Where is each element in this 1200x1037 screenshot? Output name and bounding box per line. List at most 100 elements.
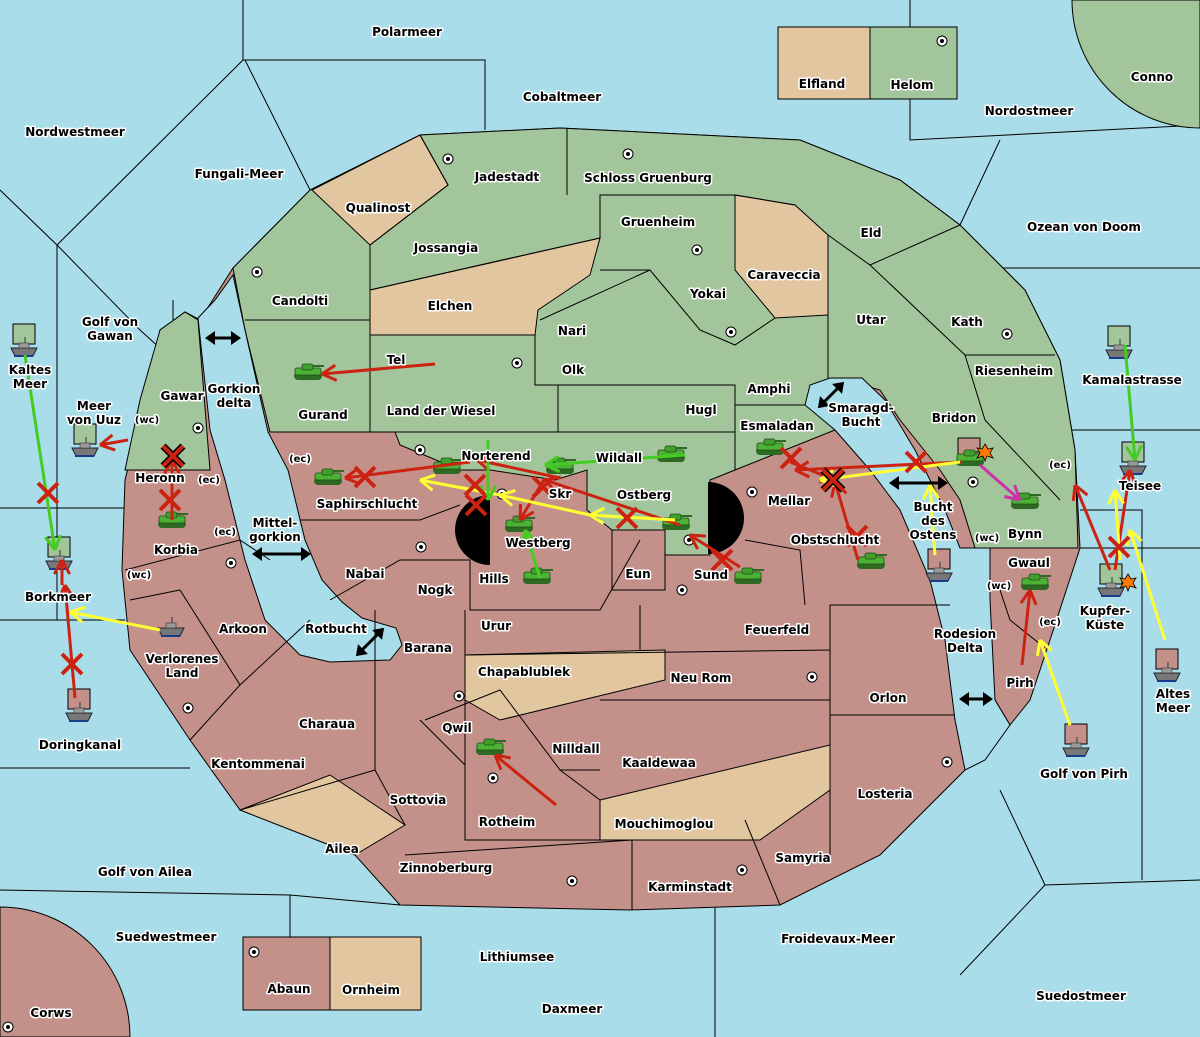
- battleship-icon: [65, 688, 93, 722]
- territory-label: Ornheim: [342, 983, 400, 997]
- territory-border-line: [999, 589, 1046, 649]
- label-line: Bucht: [841, 415, 880, 429]
- label-line: Westberg: [505, 536, 570, 550]
- label-line: Gruenheim: [621, 215, 695, 229]
- sea-border-line: [959, 139, 1001, 226]
- territory-corws: [0, 906, 131, 1037]
- label-line: Abaun: [267, 982, 310, 996]
- x-mark-icon: [710, 548, 734, 572]
- black-half-circle: [708, 482, 744, 554]
- label-line: Esmaladan: [740, 419, 813, 433]
- orders-layer: [23, 344, 1167, 807]
- label-line: gorkion: [249, 530, 301, 544]
- territory-label: Orlon: [869, 691, 906, 705]
- territory-label: Hills: [479, 572, 509, 586]
- double-arrow-head: [231, 331, 241, 345]
- territory-label: Nari: [558, 324, 586, 338]
- supply-center-core: [515, 361, 519, 365]
- label-line: Saphirschlucht: [317, 497, 418, 511]
- tank-barrel: [1030, 494, 1041, 496]
- label-line: Mittel-: [253, 516, 298, 530]
- order-arrow-head: [794, 468, 811, 479]
- label-line: Nabai: [346, 567, 385, 581]
- order-arrow: [23, 354, 62, 551]
- coast-label: (wc): [975, 533, 999, 544]
- ship-hull: [1119, 465, 1147, 475]
- order-arrow-head: [63, 584, 76, 600]
- ship-hull: [71, 447, 99, 457]
- territory-label: Sottovia: [390, 793, 447, 807]
- supply-center-core: [810, 675, 814, 679]
- label-line: Losteria: [857, 787, 912, 801]
- order-arrow-head: [99, 443, 116, 452]
- label-line: Meer: [1156, 701, 1190, 715]
- order-arrow-head: [486, 485, 497, 501]
- x-mark-icon: [158, 488, 182, 512]
- label-line: Karminstadt: [648, 880, 732, 894]
- units-layer: [10, 323, 1181, 757]
- territory-border-line: [369, 134, 449, 246]
- territory-label: Mittel-gorkion: [249, 516, 301, 544]
- supply-center-dot-icon: [415, 541, 427, 553]
- order-arrow-shaft: [979, 463, 1021, 502]
- order-arrow-head: [53, 559, 64, 575]
- territory-label: Teisee: [1119, 479, 1161, 493]
- ship-hull: [10, 347, 38, 357]
- label-line: Ornheim: [342, 983, 400, 997]
- owner-flag: [1064, 723, 1088, 745]
- label-line: Nogk: [418, 583, 454, 597]
- label-line: Gawan: [87, 329, 133, 343]
- label-line: Mellar: [768, 494, 810, 508]
- label-line: Schloss Gruenburg: [584, 171, 712, 185]
- tank-turret: [741, 567, 754, 575]
- label-line: Delta: [947, 641, 983, 655]
- owner-flag: [67, 688, 91, 710]
- label-line: Verlorenes: [146, 652, 219, 666]
- territory-label: Suedwestmeer: [116, 930, 217, 944]
- label-line: Golf von Ailea: [98, 865, 192, 879]
- supply-center-core: [491, 776, 495, 780]
- order-arrow-head: [69, 610, 84, 624]
- tank-barrel: [775, 440, 786, 442]
- order-arrow-shaft: [1073, 484, 1112, 571]
- supply-center-core: [626, 152, 630, 156]
- territory-label: Norterend: [461, 449, 530, 463]
- order-arrow-head: [60, 559, 71, 575]
- order-arrow-shaft: [99, 438, 129, 447]
- order-arrow: [589, 506, 676, 525]
- territory-ornheim: [329, 936, 422, 1011]
- order-arrow-head: [589, 506, 606, 517]
- territory-label: Ailea: [325, 842, 359, 856]
- supply-center-dot-icon: [806, 671, 818, 683]
- supply-center-dot-icon: [622, 148, 634, 160]
- coast-label: (wc): [127, 570, 151, 581]
- label-line: Amphi: [747, 382, 790, 396]
- x-mark-stroke: [710, 548, 734, 572]
- order-arrow: [69, 605, 161, 632]
- label-line: Rotheim: [479, 815, 536, 829]
- tank-turret: [321, 468, 334, 476]
- territory-label: Gruenheim: [621, 215, 695, 229]
- land-borders: [124, 128, 1061, 910]
- label-line: Bynn: [1008, 527, 1042, 541]
- label-line: Suedwestmeer: [116, 930, 217, 944]
- label-line: Jossangia: [413, 241, 478, 255]
- territory-border-line: [424, 689, 600, 771]
- label-line: Bridon: [932, 411, 977, 425]
- label-line: des: [921, 514, 945, 528]
- order-arrow-shaft: [321, 362, 436, 376]
- coast-label: (wc): [135, 415, 159, 426]
- territory-label: Nabai: [346, 567, 385, 581]
- supply-center-dot-icon: [511, 357, 523, 369]
- territory-label: Jadestadt: [474, 170, 540, 184]
- double-arrow-head: [301, 547, 311, 561]
- label-line: Feuerfeld: [745, 623, 810, 637]
- label-line: Fungali-Meer: [195, 167, 284, 181]
- territory-label: Kaaldewaa: [622, 756, 696, 770]
- sea-border-line: [244, 59, 311, 191]
- territory-label: Polarmeer: [372, 25, 442, 39]
- territory-elfland: [777, 26, 871, 100]
- double-arrow-head: [817, 396, 830, 409]
